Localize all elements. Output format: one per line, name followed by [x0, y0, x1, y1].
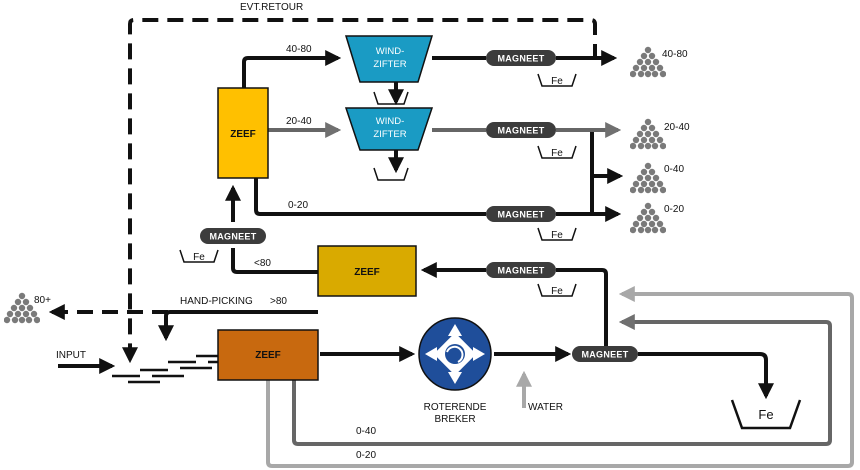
zeef-bottom-label: ZEEF	[255, 350, 281, 361]
label-gt80: >80	[270, 296, 287, 307]
windzifter-2-label-1: WIND-	[376, 116, 405, 127]
loop-label-0-20: 0-20	[356, 450, 376, 461]
pile-0-40	[630, 162, 666, 194]
magneet-1-label: MAGNEET	[497, 54, 544, 64]
magneet-4: MAGNEET	[486, 262, 556, 278]
magneet-3-label: MAGNEET	[497, 210, 544, 220]
fe-label-5: Fe	[193, 252, 205, 263]
pile-0-20	[630, 202, 666, 234]
zeef-bottom: ZEEF	[217, 329, 319, 381]
retour-dashed-line	[122, 18, 597, 364]
feed-conveyor	[112, 354, 224, 384]
zeef-middle-label: ZEEF	[354, 267, 380, 278]
magneet-2-label: MAGNEET	[497, 126, 544, 136]
fe-bin-large-label: Fe	[758, 407, 773, 422]
windzifter-bins	[373, 91, 409, 181]
return-loop-0-40	[292, 314, 832, 446]
rotating-breker	[418, 317, 492, 391]
output-label-20-40: 20-40	[664, 122, 690, 133]
windzifter-1-label-2: ZIFTER	[373, 59, 406, 70]
water-label: WATER	[528, 402, 563, 413]
fe-bins	[179, 73, 577, 297]
magneet-1: MAGNEET	[486, 50, 556, 66]
label-hand-picking: HAND-PICKING	[180, 296, 253, 307]
fe-label-4: Fe	[551, 286, 563, 297]
label-0-20-in: 0-20	[288, 200, 308, 211]
windzifter-2-label-2: ZIFTER	[373, 129, 406, 140]
windzifter-1-label-1: WIND-	[376, 46, 405, 57]
magneet-3: MAGNEET	[486, 206, 556, 222]
fe-label-3: Fe	[551, 230, 563, 241]
windzifter-1: WIND- ZIFTER	[344, 35, 434, 83]
label-40-80-in: 40-80	[286, 44, 312, 55]
output-label-0-40: 0-40	[664, 164, 684, 175]
magneet-6: MAGNEET	[572, 346, 638, 362]
label-input: INPUT	[56, 350, 86, 361]
flow-lines	[58, 50, 774, 400]
windzifter-2: WIND- ZIFTER	[344, 107, 434, 151]
label-80-plus: 80+	[34, 295, 51, 306]
pile-40-80	[630, 46, 666, 78]
breker-label-1: ROTERENDE	[424, 402, 487, 413]
magneet-2: MAGNEET	[486, 122, 556, 138]
retour-label: EVT.RETOUR	[240, 2, 303, 13]
fe-label-2: Fe	[551, 148, 563, 159]
zeef-top-label: ZEEF	[230, 129, 256, 140]
return-loop-0-20	[266, 286, 854, 468]
magneet-5-label: MAGNEET	[209, 232, 256, 242]
label-20-40-in: 20-40	[286, 116, 312, 127]
magneet-4-label: MAGNEET	[497, 266, 544, 276]
magneet-6-label: MAGNEET	[581, 350, 628, 360]
output-label-40-80: 40-80	[662, 49, 688, 60]
zeef-top: ZEEF	[217, 87, 269, 179]
breker-label-2: BREKER	[434, 414, 475, 425]
fe-bin-large: Fe	[730, 399, 802, 430]
magneet-5: MAGNEET	[200, 228, 266, 244]
fe-label-1: Fe	[551, 76, 563, 87]
pile-20-40	[630, 118, 666, 150]
loop-label-0-40: 0-40	[356, 426, 376, 437]
label-lt80: <80	[254, 258, 271, 269]
output-label-0-20: 0-20	[664, 204, 684, 215]
zeef-middle: ZEEF	[317, 245, 417, 297]
